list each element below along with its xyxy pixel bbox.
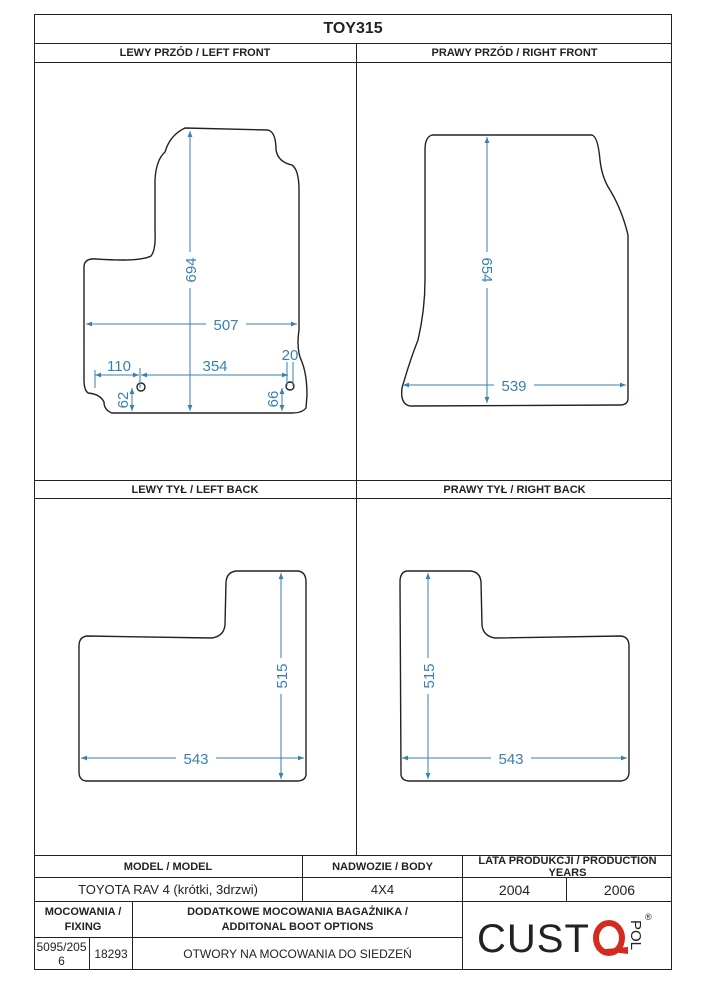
dim-right-back-height: 515: [421, 663, 438, 688]
panel-label-right-back: PRAWY TYŁ / RIGHT BACK: [357, 480, 672, 499]
sheet-frame: [34, 14, 672, 970]
fixing-value-2: 18293: [90, 938, 133, 970]
dim-left-front-62: 62: [115, 392, 132, 409]
product-code: TOY315: [34, 14, 672, 44]
dim-left-back-height: 515: [274, 663, 291, 688]
body-value: 4X4: [303, 878, 463, 902]
fixing-hole: [285, 381, 295, 391]
dim-left-front-20: 20: [282, 347, 299, 364]
dim-right-front-height: 654: [478, 257, 495, 282]
mat-outline-left-back: [78, 570, 307, 782]
dim-left-front-height: 694: [183, 257, 200, 282]
dim-left-front-354: 354: [202, 358, 227, 375]
fixing-header: MOCOWANIA / FIXING: [34, 902, 133, 938]
year-from: 2004: [463, 878, 567, 902]
body-header: NADWOZIE / BODY: [303, 856, 463, 878]
divider: [34, 855, 672, 856]
panel-label-left-front: LEWY PRZÓD / LEFT FRONT: [34, 44, 357, 63]
boot-options-header: DODATKOWE MOCOWANIA BAGAŻNIKA / ADDITONA…: [133, 902, 463, 938]
dim-left-front-66: 66: [265, 391, 282, 408]
svg-text:POL: POL: [627, 920, 644, 950]
panel-label-left-back: LEWY TYŁ / LEFT BACK: [34, 480, 357, 499]
custopol-logo: CUST POL ®: [463, 902, 672, 970]
model-header: MODEL / MODEL: [34, 856, 303, 878]
year-to: 2006: [567, 878, 672, 902]
svg-text:®: ®: [645, 912, 652, 922]
dim-right-front-width: 539: [501, 378, 526, 395]
mat-outline-right-front: [400, 134, 629, 407]
fixing-hole: [136, 382, 146, 392]
dim-right-back-width: 543: [498, 751, 523, 768]
divider: [356, 63, 357, 855]
boot-options-value: OTWORY NA MOCOWANIA DO SIEDZEŃ: [133, 938, 463, 970]
mat-outline-right-back: [399, 570, 630, 782]
svg-text:CUST: CUST: [477, 917, 590, 961]
dim-left-front-width: 507: [213, 317, 238, 334]
dim-left-front-110: 110: [107, 358, 131, 375]
years-header: LATA PRODUKCJI / PRODUCTION YEARS: [463, 855, 672, 879]
logo-graphic: CUST POL ®: [477, 912, 652, 961]
panel-label-right-front: PRAWY PRZÓD / RIGHT FRONT: [357, 44, 672, 63]
model-value: TOYOTA RAV 4 (krótki, 3drzwi): [34, 878, 303, 902]
dim-left-back-width: 543: [183, 751, 208, 768]
fixing-value-1: 5095/2056: [34, 938, 90, 970]
mat-outline-left-front: [83, 127, 308, 414]
